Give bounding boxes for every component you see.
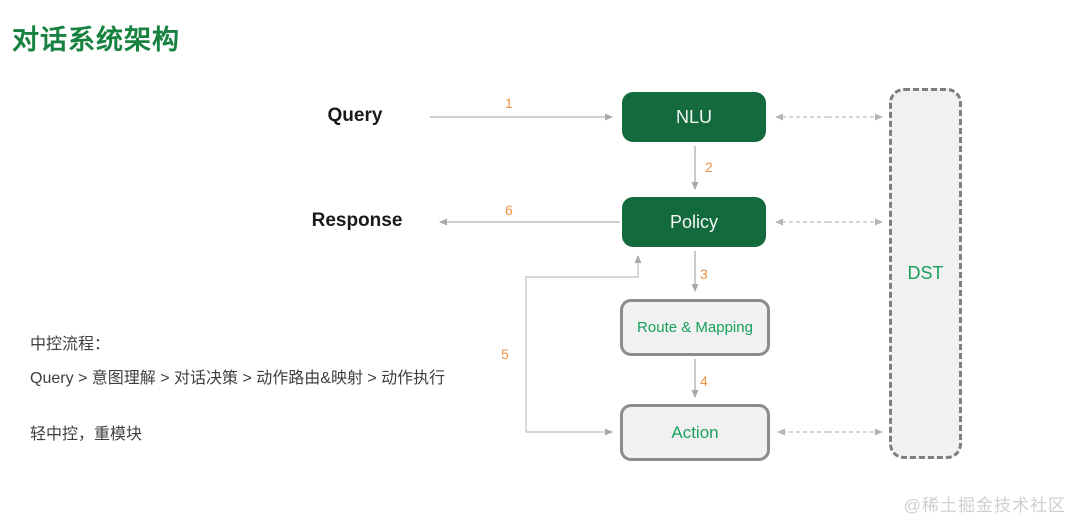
step-number-6: 6 (505, 202, 513, 218)
notes-pipeline: Query > 意图理解 > 对话决策 > 动作路由&映射 > 动作执行 (30, 370, 446, 387)
node-action: Action (620, 404, 770, 461)
step-number-4: 4 (700, 373, 708, 389)
node-policy: Policy (622, 197, 766, 247)
step-number-2: 2 (705, 159, 713, 175)
step-number-5: 5 (501, 346, 509, 362)
step-number-1: 1 (505, 95, 513, 111)
node-nlu: NLU (622, 92, 766, 142)
notes-principle: 轻中控，重模块 (30, 426, 143, 443)
step-number-3: 3 (700, 266, 708, 282)
notes-heading: 中控流程： (30, 336, 111, 353)
node-dst: DST (889, 88, 962, 459)
watermark: @稀土掘金技术社区 (903, 496, 1066, 515)
node-route-mapping: Route & Mapping (620, 299, 770, 356)
response-label: Response (311, 210, 403, 231)
query-label: Query (327, 105, 383, 126)
page-title: 对话系统架构 (12, 25, 180, 55)
